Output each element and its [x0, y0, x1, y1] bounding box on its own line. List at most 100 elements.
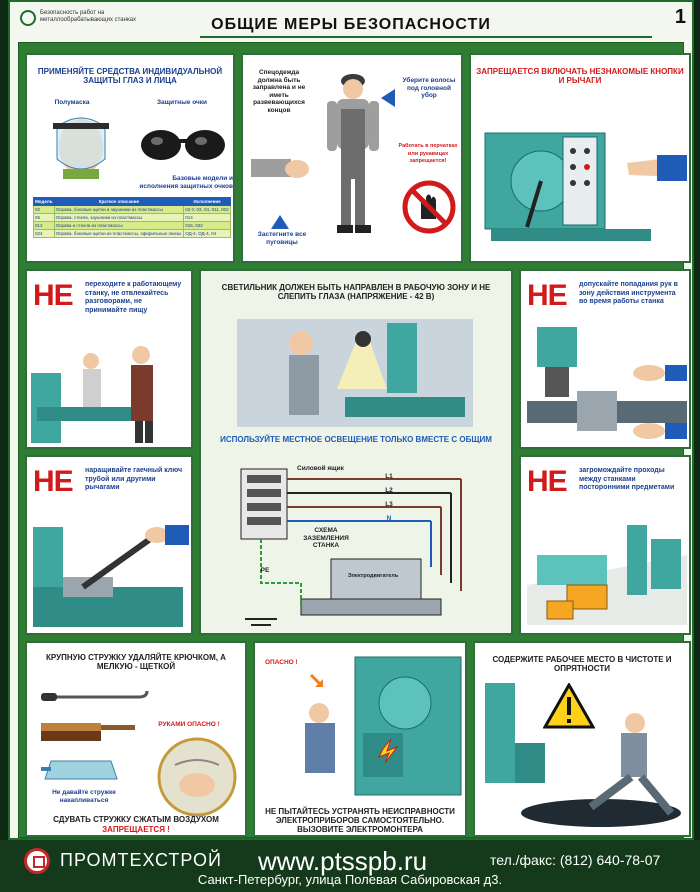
panel-eye-protection: ПРИМЕНЯЙТЕ СРЕДСТВА ИНДИВИДУАЛЬНОЙ ЗАЩИТ… [25, 53, 235, 263]
poster-series-label: Безопасность работ на металлообрабатываю… [40, 10, 137, 23]
table-cell: 05 [33, 213, 55, 222]
unknown-controls-title: ЗАПРЕЩАЕТСЯ ВКЛЮЧАТЬ НЕЗНАКОМЫЕ КНОПКИ И… [476, 67, 684, 85]
grounding-scheme-label: СХЕМА ЗАЗЕМЛЕНИЯ СТАНКА [303, 527, 349, 549]
panel-workwear: Спецодежда должна быть заправлена и не и… [241, 53, 463, 263]
danger-label: ОПАСНО ! [265, 659, 298, 666]
table-header-variant: Исполнение [183, 197, 231, 206]
company-logo-icon [24, 848, 50, 874]
chip-accumulation-note: Не давайте стружке накапливаться [52, 789, 116, 804]
panel-wrench-extension: НЕ наращивайте гаечный ключ трубой или д… [25, 455, 193, 635]
no-gloves-icon [402, 180, 456, 234]
ne-prohibition-label: НЕ [527, 465, 568, 498]
goggle-models-table: Модель Краткое описание Исполнение 02 Оп… [33, 197, 231, 238]
milling-cutter-illustration [527, 327, 687, 439]
table-row: 05 Оправа, стекла, заушники из пластмасс… [33, 213, 231, 222]
no-distraction-text: переходите к работающему станку, не отвл… [85, 281, 182, 314]
hands-dangerous-label: РУКАМИ ОПАСНО ! [158, 721, 220, 728]
safety-poster: Безопасность работ на металлообрабатываю… [8, 0, 694, 840]
electrical-cabinet-illustration [305, 656, 462, 796]
eye-protection-title: ПРИМЕНЯЙТЕ СРЕДСТВА ИНДИВИДУАЛЬНОЙ ЗАЩИТ… [37, 67, 223, 85]
safety-goggles-illustration [141, 130, 225, 160]
line-n-label: N [386, 515, 392, 522]
hair-text: Уберите волосы под головной убор [402, 77, 456, 99]
local-lighting-title: СВЕТИЛЬНИК ДОЛЖЕН БЫТЬ НАПРАВЛЕН В РАБОЧ… [221, 283, 491, 301]
ne-prohibition-label: НЕ [527, 279, 568, 312]
pointer-up-triangle-icon [271, 215, 289, 229]
company-website: www.ptsspb.ru [258, 846, 428, 876]
table-row: 024 Оправа, боковые щитки из пластмассы,… [33, 229, 231, 238]
compressed-air-text: СДУВАТЬ СТРУЖКУ СЖАТЫМ ВОЗДУХОМ [53, 815, 219, 824]
poster-title: ОБЩИЕ МЕРЫ БЕЗОПАСНОСТИ [211, 16, 491, 33]
panel-grid-frame: ПРИМЕНЯЙТЕ СРЕДСТВА ИНДИВИДУАЛЬНОЙ ЗАЩИТ… [18, 42, 691, 838]
chip-removal-title: КРУПНУЮ СТРУЖКУ УДАЛЯЙТЕ КРЮЧКОМ, А МЕЛК… [46, 653, 226, 671]
table-cell: 016, 022 [183, 221, 231, 230]
gloves-warning: Работать в перчатках или рукавицах запре… [398, 143, 458, 164]
table-cell: Оправа, боковые щитки из пластмассы, эфи… [53, 229, 185, 238]
sleeve-cuff-illustration [251, 159, 309, 178]
workwear-text: Спецодежда должна быть заправлена и не и… [252, 69, 306, 114]
panel-chip-removal: КРУПНУЮ СТРУЖКУ УДАЛЯЙТЕ КРЮЧКОМ, А МЕЛК… [25, 641, 247, 837]
ne-prohibition-label: НЕ [33, 465, 74, 498]
face-shield-illustration [53, 117, 109, 179]
table-cell: 02 [33, 205, 55, 214]
goggles-label: Защитные очки [156, 99, 208, 106]
table-cell: 02-У, 03, 04, 011, 002 [183, 205, 231, 214]
slipping-worker-illustration [485, 683, 681, 827]
machine-control-panel-illustration [484, 132, 687, 241]
table-row: 012 Оправа и стекла из пластмассы 016, 0… [33, 221, 231, 230]
buttons-text: Застегните все пуговицы [257, 231, 307, 246]
panel-no-distraction: НЕ переходите к работающему станку, не о… [25, 269, 193, 449]
table-header-model: Модель [33, 197, 55, 206]
table-header-description: Краткое описание [53, 197, 185, 206]
wrench-text: наращивайте гаечный ключ трубой или друг… [85, 467, 183, 491]
motor-label: Электродвигатель [347, 573, 399, 579]
worker-in-overalls-illustration [327, 74, 379, 233]
half-mask-label: Полумаска [54, 99, 90, 106]
table-cell: 012 [33, 221, 55, 230]
publisher-footer: ПРОМТЕХСТРОЙ www.ptsspb.ru тел./факс: (8… [0, 840, 700, 892]
electrical-faults-text: НЕ ПЫТАЙТЕСЬ УСТРАНЯТЬ НЕИСПРАВНОСТИ ЭЛЕ… [265, 807, 455, 834]
table-cell: ОД-4, ОД-4, 04 [183, 229, 231, 238]
company-phone: тел./факс: (812) 640-78-07 [490, 852, 661, 868]
chip-brush-icon [41, 723, 135, 741]
table-row: 02 Оправа, боковые щитки и заушники из п… [33, 205, 231, 214]
line-l1-label: L1 [385, 473, 393, 480]
panel-hands-danger-zone: НЕ допускайте попадания рук в зону дейст… [519, 269, 691, 449]
goggle-models-note: Базовые модели и исполнения защитных очк… [139, 175, 233, 190]
pointer-triangle-icon [381, 89, 395, 107]
table-cell: Оправа, стекла, заушники из пластмассы [53, 213, 185, 222]
line-l2-label: L2 [385, 487, 393, 494]
table-cell: Оправа, боковые щитки и заушники из плас… [53, 205, 185, 214]
panel-clear-aisles: НЕ загромождайте проходы между станками … [519, 455, 691, 635]
aisles-text: загромождайте проходы между станками пос… [579, 467, 675, 491]
organization-logo [20, 10, 36, 26]
worker-with-lamp-illustration [237, 319, 473, 427]
compressed-air-prohibited: ЗАПРЕЩАЕТСЯ ! [102, 825, 170, 834]
workers-at-lathe-illustration [31, 346, 153, 443]
company-name: ПРОМТЕХСТРОЙ [60, 850, 222, 870]
panel-unknown-controls: ЗАПРЕЩАЕТСЯ ВКЛЮЧАТЬ НЕЗНАКОМЫЕ КНОПКИ И… [469, 53, 691, 263]
line-l3-label: L3 [385, 501, 393, 508]
table-header-row: Модель Краткое описание Исполнение [33, 197, 231, 206]
power-box-label: Силовой ящик [297, 465, 344, 472]
title-underline [200, 36, 652, 38]
clean-workplace-title: СОДЕРЖИТЕ РАБОЧЕЕ МЕСТО В ЧИСТОТЕ И ОПРЯ… [492, 655, 672, 673]
chip-scoop-icon [41, 760, 118, 780]
hands-danger-text: допускайте попадания рук в зону действия… [579, 281, 678, 305]
sheet-number: 1 [674, 6, 686, 28]
pe-label: PE [260, 567, 270, 574]
chip-hook-icon [41, 690, 149, 701]
arrow-down-right-icon [309, 673, 323, 687]
ne-prohibition-label: НЕ [33, 279, 74, 312]
panel-local-lighting: СВЕТИЛЬНИК ДОЛЖЕН БЫТЬ НАПРАВЛЕН В РАБОЧ… [199, 269, 513, 635]
grounding-schematic-diagram [240, 468, 462, 626]
warning-triangle-icon [543, 683, 595, 729]
cluttered-workshop-illustration [527, 525, 687, 625]
hand-on-chips-illustration [157, 737, 237, 817]
panel-clean-workplace: СОДЕРЖИТЕ РАБОЧЕЕ МЕСТО В ЧИСТОТЕ И ОПРЯ… [473, 641, 691, 837]
lighting-subtitle: ИСПОЛЬЗУЙТЕ МЕСТНОЕ ОСВЕЩЕНИЕ ТОЛЬКО ВМЕ… [220, 435, 492, 444]
company-address: Санкт-Петербург, улица Полевая Сабировск… [197, 872, 503, 887]
panel-electrical-faults: ОПАСНО ! НЕ ПЫТАЙТЕСЬ УСТРАНЯТЬ НЕИСПРАВ… [253, 641, 467, 837]
table-cell: Оправа и стекла из пластмассы [53, 221, 185, 230]
table-cell: 014 [183, 213, 231, 222]
